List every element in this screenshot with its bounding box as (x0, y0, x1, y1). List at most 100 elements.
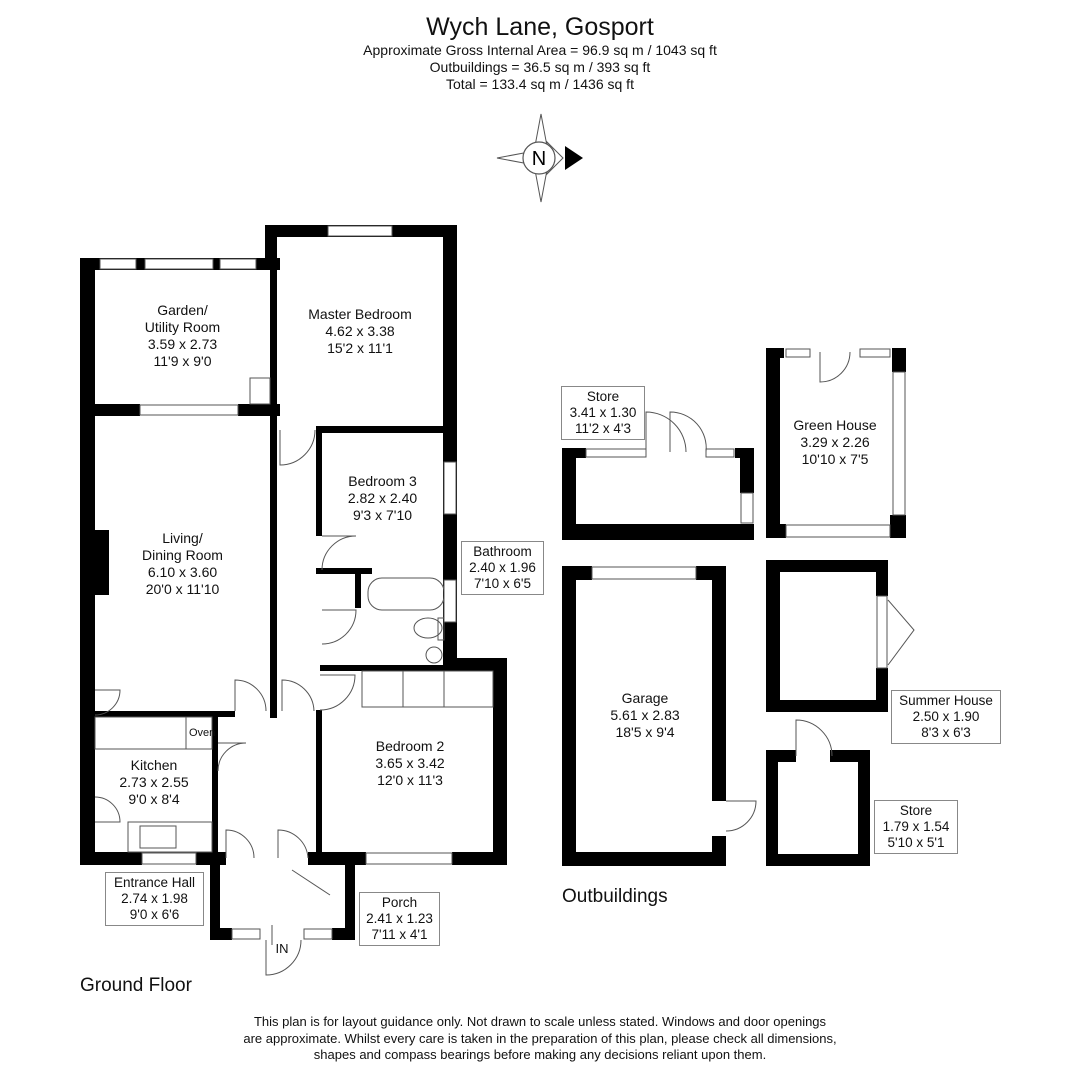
room-label-store-bottom: Store 1.79 x 1.54 5'10 x 5'1 (874, 800, 958, 854)
wall (562, 448, 576, 540)
wall (766, 700, 888, 712)
room-label-porch: Porch 2.41 x 1.23 7'11 x 4'1 (359, 892, 440, 946)
wall (766, 750, 796, 762)
door-swing (94, 689, 121, 716)
wall (562, 566, 592, 580)
wall (740, 448, 754, 493)
oven-label: Oven (189, 727, 216, 739)
wall (735, 448, 754, 458)
window (785, 348, 811, 358)
window (705, 448, 735, 458)
wall (493, 658, 507, 865)
cupboard (249, 377, 271, 405)
wardrobe (361, 670, 494, 708)
room-label-bathroom: Bathroom 2.40 x 1.96 7'10 x 6'5 (461, 541, 544, 595)
compass-letter: N (532, 148, 546, 170)
wall (562, 566, 576, 866)
wall (562, 524, 754, 540)
room-label-kitchen: Kitchen 2.73 x 2.55 9'0 x 8'4 (119, 757, 189, 807)
sink (139, 825, 177, 849)
wall (345, 860, 355, 940)
door-swing (669, 411, 707, 453)
total-area: Total = 133.4 sq m / 1436 sq ft (446, 76, 634, 92)
room-label-bedroom-2: Bedroom 2 3.65 x 3.42 12'0 x 11'3 (375, 738, 445, 788)
window (892, 371, 906, 516)
wall (320, 665, 495, 671)
room-label-garden-utility: Garden/ Utility Room 3.59 x 2.73 11'9 x … (144, 302, 221, 369)
basin (425, 646, 443, 664)
wall (332, 928, 355, 940)
outbuildings-label: Outbuildings (562, 886, 668, 907)
room-label-entrance-hall: Entrance Hall 2.74 x 1.98 9'0 x 6'6 (105, 872, 204, 926)
wall (443, 225, 457, 435)
wall (308, 852, 366, 865)
window (876, 595, 888, 669)
wall (766, 524, 786, 538)
window (99, 258, 137, 270)
door-swing (819, 351, 851, 383)
bath (367, 577, 445, 611)
wall (892, 348, 906, 372)
door-swing (321, 535, 357, 571)
outbuildings-area: Outbuildings = 36.5 sq m / 393 sq ft (429, 59, 651, 75)
room-label-bedroom-3: Bedroom 3 2.82 x 2.40 9'3 x 7'10 (347, 473, 418, 523)
wall (210, 928, 232, 940)
toilet-cistern (437, 617, 445, 641)
wall (270, 270, 277, 718)
door-swing (225, 829, 255, 859)
window (859, 348, 891, 358)
room-label-garage: Garage 5.61 x 2.83 18'5 x 9'4 (610, 690, 680, 740)
wall (766, 348, 784, 358)
compass-icon: N (496, 113, 583, 203)
window (219, 258, 257, 270)
wall (712, 836, 726, 866)
wall (766, 854, 870, 866)
wall (316, 426, 457, 433)
door-swing (234, 679, 267, 712)
plan-header: Wych Lane, Gosport Approximate Gross Int… (0, 12, 1080, 93)
wall (712, 566, 726, 801)
wall (316, 710, 322, 865)
property-title: Wych Lane, Gosport (426, 13, 654, 41)
wall (890, 515, 906, 538)
door-swing (94, 796, 121, 823)
room-label-master-bedroom: Master Bedroom 4.62 x 3.38 15'2 x 11'1 (308, 306, 412, 356)
door-swing (265, 939, 302, 976)
room-label-green-house: Green House 3.29 x 2.26 10'10 x 7'5 (793, 417, 877, 467)
wall (80, 410, 95, 865)
window (327, 225, 393, 237)
wall (238, 404, 280, 416)
wall (766, 560, 888, 572)
window (144, 258, 214, 270)
wall (316, 426, 322, 536)
door-swing (277, 829, 309, 859)
wall (876, 668, 888, 712)
room-label-store-top: Store 3.41 x 1.30 11'2 x 4'3 (561, 386, 645, 440)
wall (766, 560, 780, 712)
window (443, 461, 457, 515)
toilet (413, 617, 443, 639)
wall (562, 852, 726, 866)
room-label-summer-house: Summer House 2.50 x 1.90 8'3 x 6'3 (891, 690, 1001, 744)
window (585, 448, 647, 458)
ground-floor-label: Ground Floor (80, 975, 192, 996)
door-swing (645, 411, 687, 453)
wall (858, 750, 870, 866)
gross-internal-area: Approximate Gross Internal Area = 96.9 s… (363, 42, 717, 58)
entrance-marker: IN (275, 941, 289, 956)
window (231, 928, 261, 940)
wall (265, 225, 277, 270)
wall (80, 852, 142, 865)
wall (766, 750, 778, 866)
wall (210, 860, 220, 940)
kitchen-counter (94, 716, 213, 750)
wall (562, 448, 586, 458)
door-swing (217, 742, 247, 772)
window (591, 566, 697, 580)
window (141, 852, 197, 865)
disclaimer: This plan is for layout guidance only. N… (243, 1014, 837, 1062)
wall (95, 711, 235, 717)
door-swing (279, 429, 316, 466)
window (443, 579, 457, 623)
